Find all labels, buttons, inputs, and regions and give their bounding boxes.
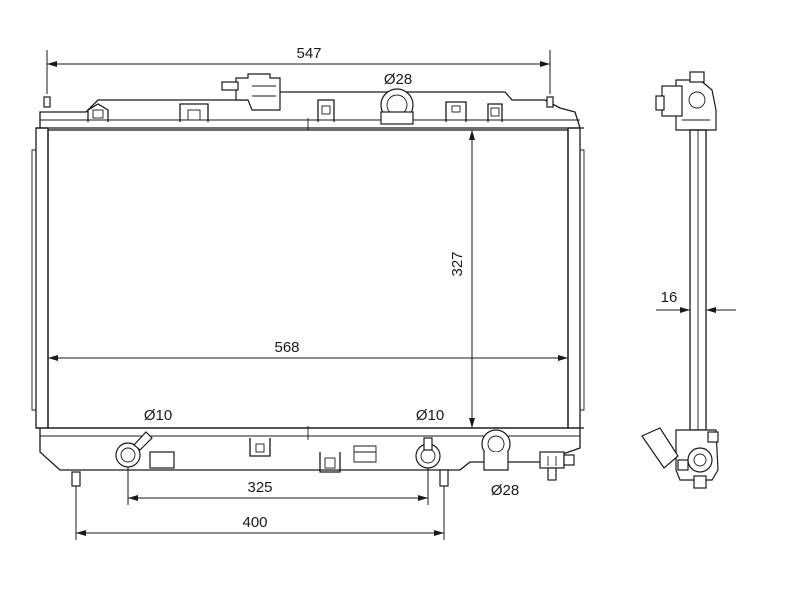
- radiator-front-view: [31, 73, 585, 487]
- left-transmission-pipe: [115, 431, 153, 468]
- side-bottom-tank: [641, 427, 719, 489]
- dim-core-height: 327: [449, 130, 475, 428]
- top-outlet: [380, 88, 414, 125]
- dim-label-right-pipe-diameter: Ø10: [416, 407, 444, 424]
- radiator-side-view: 16: [641, 71, 736, 489]
- bottom-outlet: [481, 429, 511, 471]
- dim-label-top-cap-diameter: Ø28: [384, 71, 412, 88]
- dim-overall-top-width: 547: [46, 45, 551, 94]
- dim-label-left-pipe-diameter: Ø10: [144, 407, 172, 424]
- side-top-tank: [655, 71, 717, 131]
- dim-pipe-spacing: 325: [127, 467, 429, 505]
- dim-label-568: 568: [274, 339, 299, 356]
- side-frames: [31, 127, 585, 429]
- filler-cap: [221, 73, 281, 111]
- radiator-core: [47, 129, 569, 429]
- right-transmission-pipe: [415, 437, 441, 469]
- dimension-lines: 547 Ø28 327 568 Ø10 Ø10 Ø28: [46, 45, 568, 540]
- dim-label-16: 16: [661, 289, 678, 306]
- drain-plug: [539, 451, 575, 481]
- dim-mount-spacing: 400: [75, 486, 445, 540]
- dim-label-bottom-outlet-diameter: Ø28: [491, 482, 519, 499]
- dim-label-400: 400: [242, 514, 267, 531]
- dim-label-547: 547: [296, 45, 321, 62]
- dim-label-327: 327: [449, 251, 466, 276]
- dim-core-thickness: 16: [656, 289, 736, 313]
- dim-label-325: 325: [247, 479, 272, 496]
- dim-core-width: 568: [48, 339, 568, 361]
- top-tank: [36, 91, 584, 130]
